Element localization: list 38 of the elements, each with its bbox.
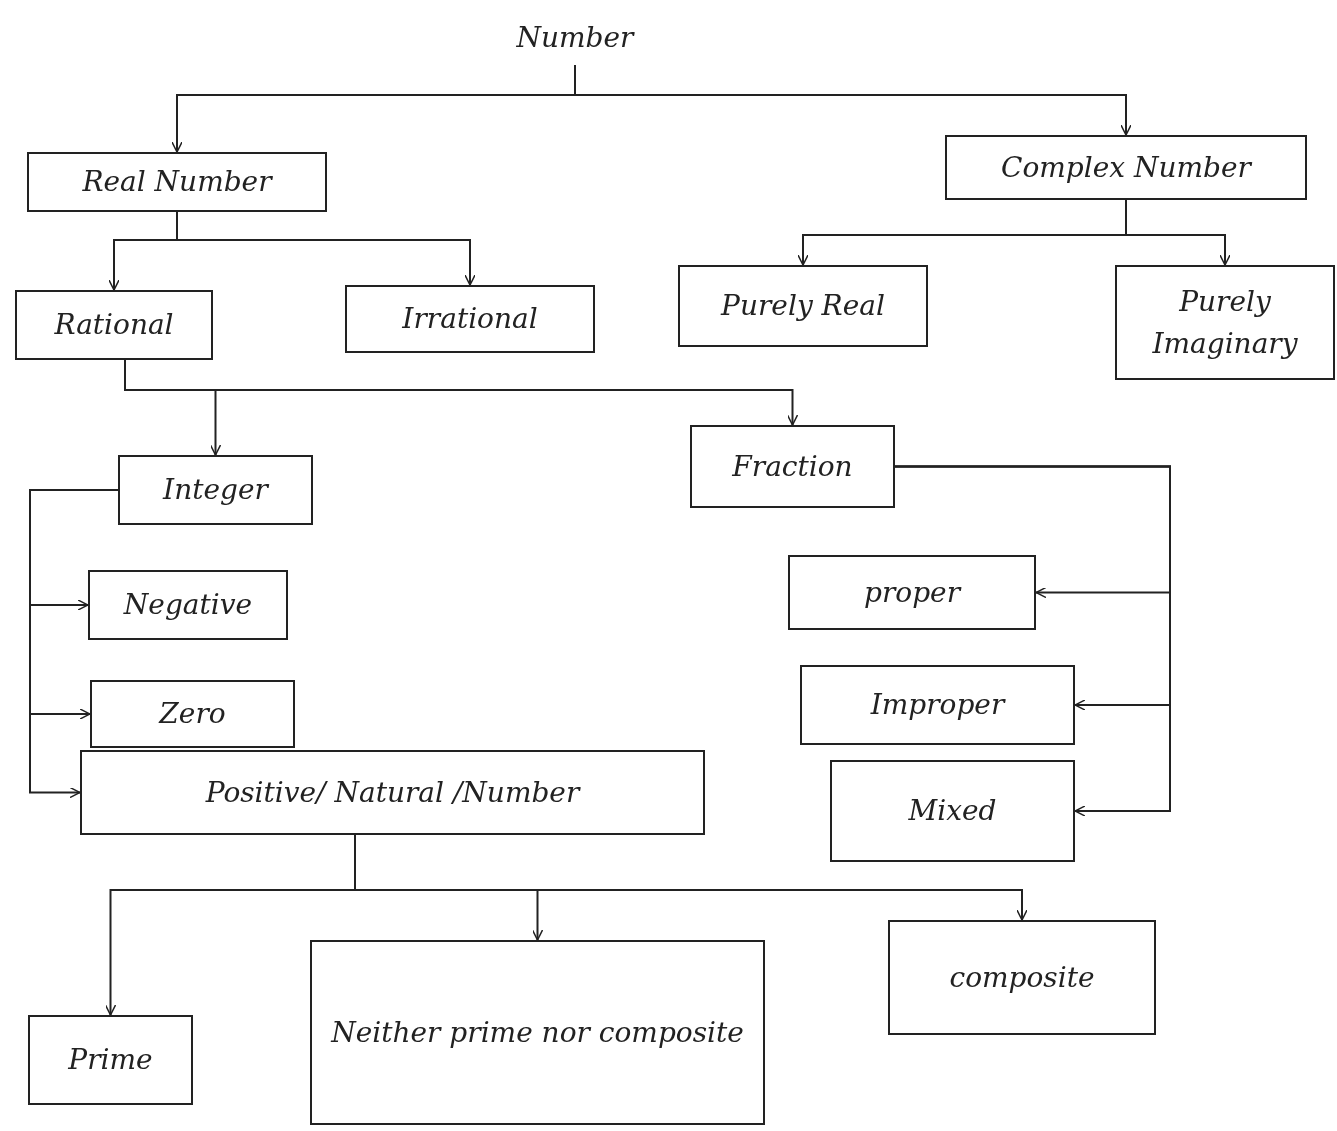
category-box [118, 455, 313, 525]
arrow [894, 465, 1171, 817]
box-label: Real Number [81, 164, 274, 200]
category-box [88, 570, 288, 640]
box-label: Complex Number [1000, 149, 1253, 186]
box-label: composite [948, 959, 1096, 996]
category-box [945, 135, 1307, 200]
category-box [310, 940, 765, 1125]
box-label: Zero [157, 696, 227, 732]
category-box [15, 290, 213, 360]
box-label: Negative [122, 587, 254, 623]
box-label: Integer [161, 472, 270, 508]
category-box [80, 750, 705, 835]
category-box [1115, 265, 1335, 380]
arrow [574, 64, 1132, 136]
category-box [800, 665, 1075, 745]
root-label: Number [515, 19, 636, 56]
box-label: Improper [869, 687, 1007, 723]
category-box [28, 1015, 193, 1105]
box-label: Rational [53, 307, 175, 343]
box-label: proper [862, 574, 963, 611]
box-label: Purely Real [719, 288, 886, 324]
box-label: Neither prime nor composite [329, 1014, 745, 1051]
category-box [830, 760, 1075, 862]
category-box [27, 152, 327, 212]
category-box [90, 680, 295, 748]
box-label: Purely Imaginary [1151, 283, 1299, 362]
category-box [788, 555, 1036, 630]
box-label: Positive/ Natural /Number [204, 774, 582, 811]
category-box [678, 265, 928, 347]
box-label: Prime [67, 1042, 154, 1078]
category-box [345, 285, 595, 353]
box-label: Irrational [401, 301, 539, 337]
box-label: Mixed [907, 793, 998, 829]
category-box [690, 425, 895, 508]
box-label: Fraction [731, 448, 854, 485]
category-box [888, 920, 1156, 1035]
arrow [176, 211, 476, 286]
